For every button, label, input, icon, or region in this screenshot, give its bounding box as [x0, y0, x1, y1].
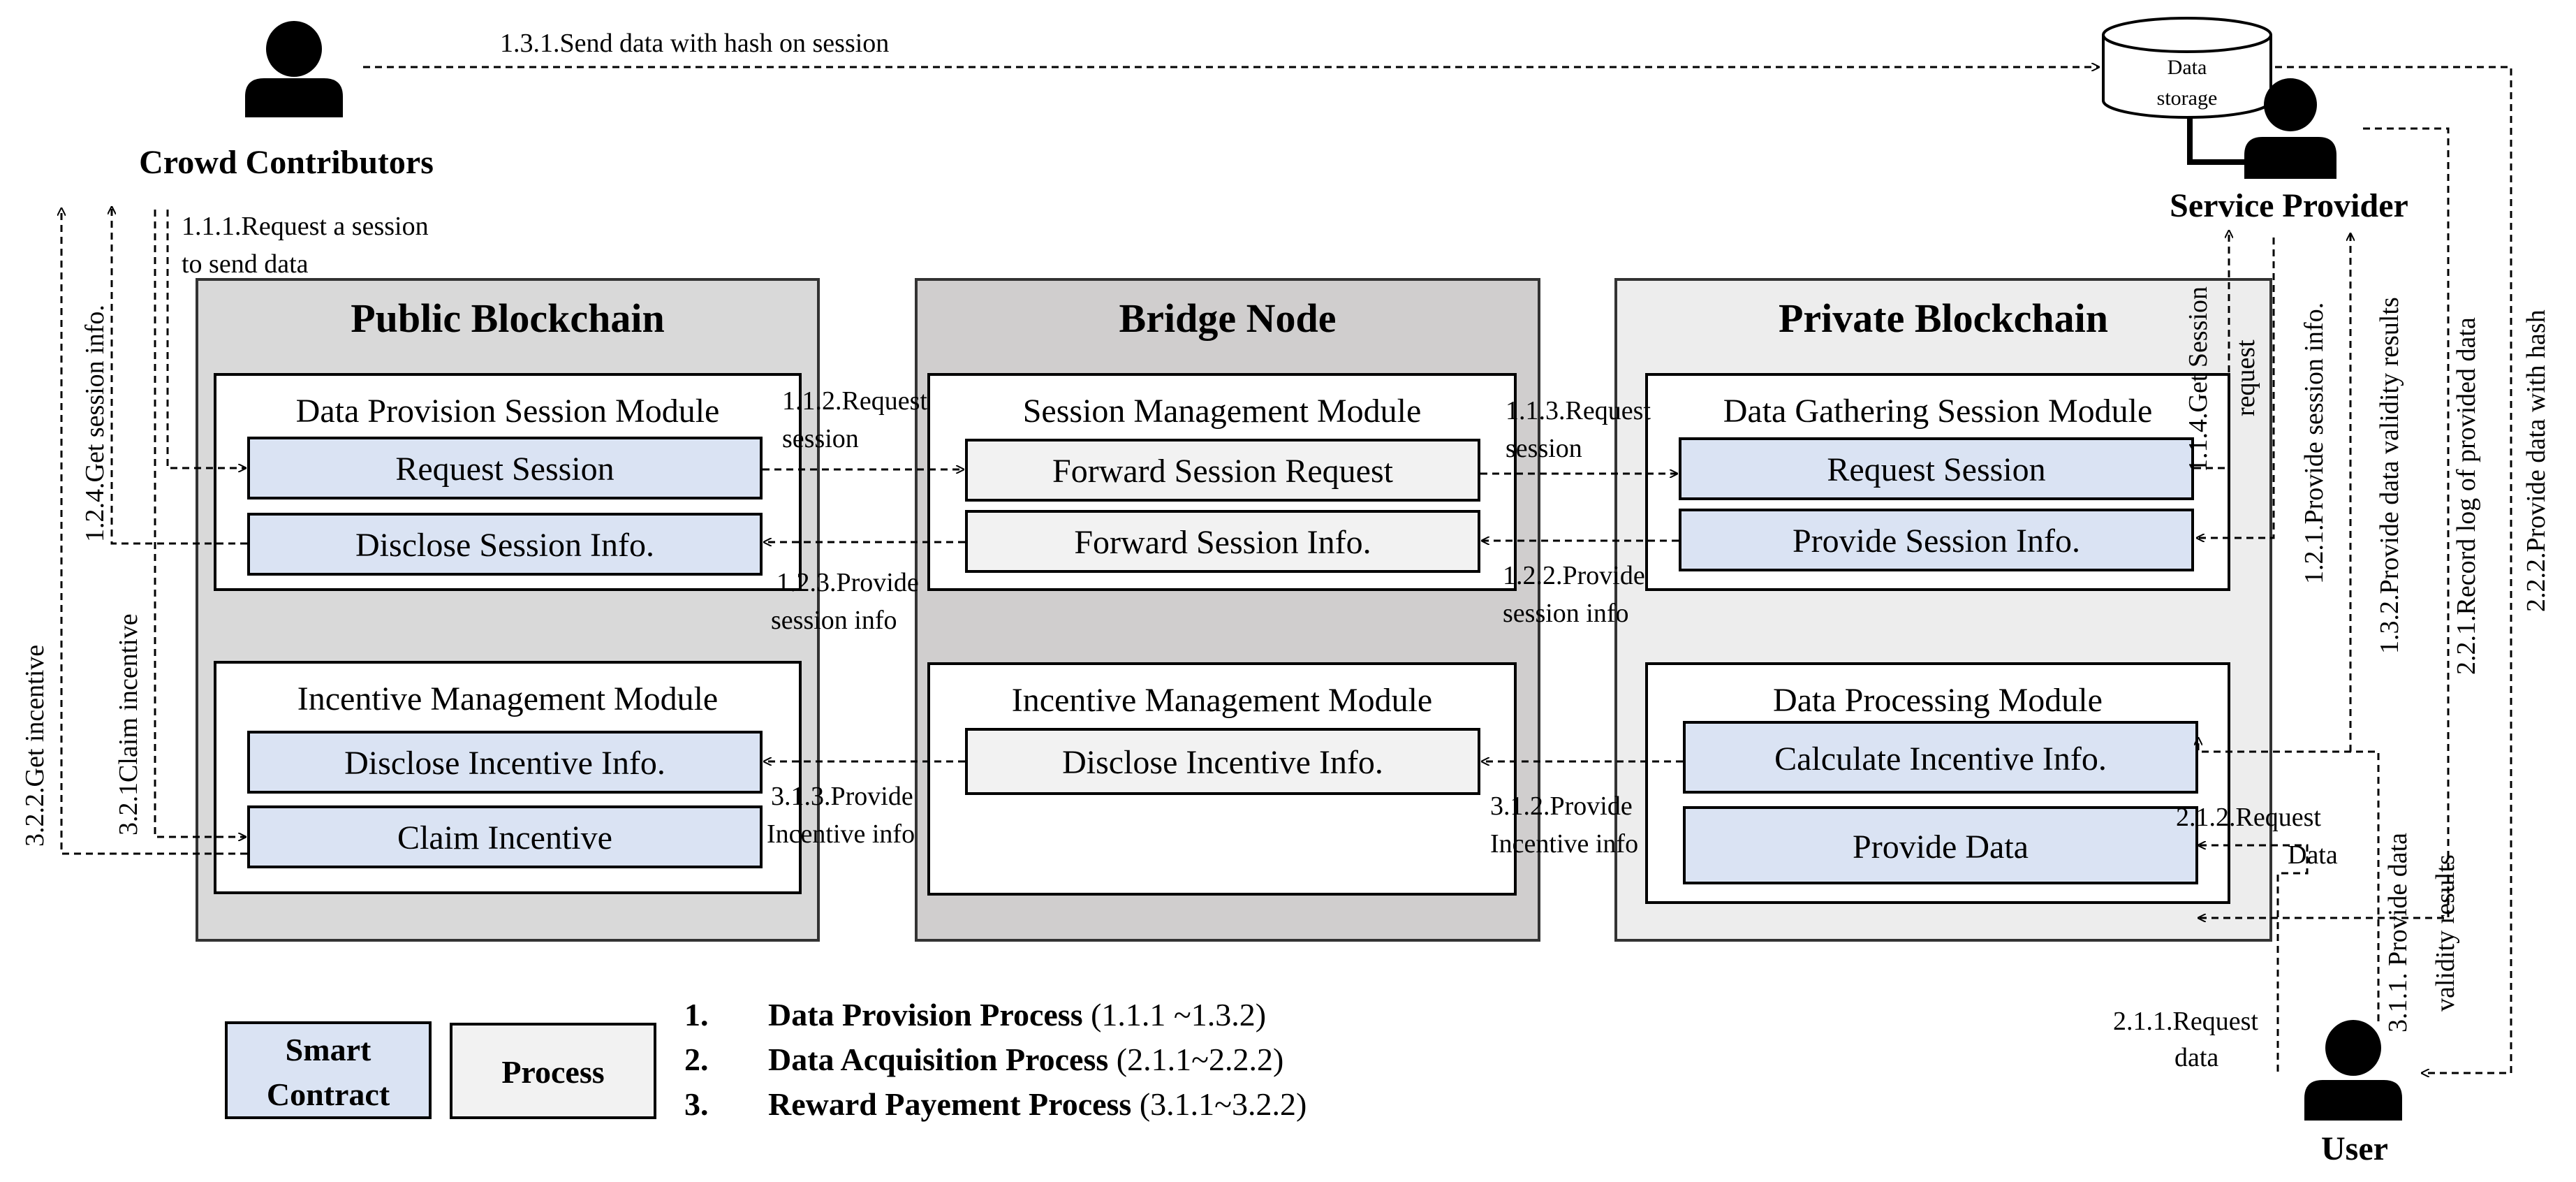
bridge-forward-info-box: [965, 510, 1480, 573]
process-3-number: 3.: [684, 1086, 709, 1122]
bridge-session-module-title: Session Management Module: [1023, 393, 1422, 430]
bridge-incentive-module-title: Incentive Management Module: [1012, 682, 1432, 719]
label-3-1-2-line1: 3.1.2.Provide: [1490, 791, 1633, 821]
data-storage-label-line2: storage: [2157, 87, 2218, 110]
legend-smart-contract-line2: Contract: [267, 1077, 390, 1112]
public-claim-incentive-box: [247, 805, 763, 868]
bridge-forward-info-label: Forward Session Info.: [1074, 524, 1371, 561]
public-blockchain-title: Public Blockchain: [351, 296, 665, 341]
user-label: User: [2321, 1130, 2388, 1167]
label-2-1-1-line2: data: [2174, 1043, 2218, 1072]
storage-link-line: [2187, 117, 2247, 165]
public-disclose-session-label: Disclose Session Info.: [355, 527, 654, 564]
calculate-incentive-box: [1683, 721, 2198, 794]
legend-process-label: Process: [501, 1054, 604, 1090]
public-request-session-box: [247, 437, 763, 499]
data-storage-label-line1: Data: [2167, 56, 2207, 79]
label-1-1-4-line2: request: [2231, 340, 2260, 416]
public-disclose-session-box: [247, 513, 763, 576]
label-1-2-3-line2: session info: [771, 606, 897, 635]
process-2-line: Data Acquisition Process (2.1.1~2.2.2): [768, 1042, 1283, 1077]
process-2-name: Data Acquisition Process: [768, 1042, 1108, 1077]
arrow-1-2-4: [112, 207, 247, 545]
public-disclose-incentive-box: [247, 731, 763, 794]
public-request-session-label: Request Session: [395, 451, 614, 488]
process-1-name: Data Provision Process: [768, 997, 1083, 1033]
public-claim-incentive-label: Claim Incentive: [397, 819, 612, 856]
label-1-1-4-line1: 1.1.4.Get Session: [2184, 286, 2213, 472]
legend-smart-contract-line1: Smart: [286, 1032, 371, 1067]
provide-data-label: Provide Data: [1853, 829, 2029, 866]
public-incentive-module-title: Incentive Management Module: [297, 680, 718, 717]
process-2-number: 2.: [684, 1042, 709, 1077]
label-1-1-1-line1: 1.1.1.Request a session: [182, 212, 429, 241]
crowd-contributor-person-icon: [245, 21, 343, 117]
arrow-2-1-1: [2198, 845, 2309, 1072]
calculate-incentive-label: Calculate Incentive Info.: [1774, 740, 2107, 778]
process-1-range: (1.1.1 ~1.3.2): [1091, 997, 1266, 1033]
service-provider-person-icon: [2244, 78, 2336, 179]
process-1-number: 1.: [684, 997, 709, 1033]
private-request-session-box: [1679, 437, 2194, 500]
private-processing-module-title: Data Processing Module: [1773, 682, 2103, 719]
private-blockchain-title: Private Blockchain: [1779, 296, 2108, 341]
label-1-1-1-line2: to send data: [182, 249, 309, 279]
label-1-2-2-line2: session info: [1503, 599, 1629, 628]
label-3-2-2: 3.2.2.Get incentive: [20, 645, 50, 847]
private-session-module-title: Data Gathering Session Module: [1723, 393, 2153, 430]
label-3-1-1-line1: 3.1.1. Provide data: [2383, 833, 2413, 1033]
process-1-line: Data Provision Process (1.1.1 ~1.3.2): [768, 997, 1266, 1033]
user-person-icon: [2304, 1020, 2402, 1121]
bridge-node-title: Bridge Node: [1119, 296, 1337, 341]
label-1-1-2-line1: 1.1.2.Request: [782, 386, 927, 416]
label-1-1-2-line2: session: [782, 424, 859, 453]
private-provide-session-box: [1679, 509, 2194, 571]
label-1-3-2: 1.3.2.Provide data validity results: [2375, 297, 2404, 654]
label-1-2-3-line1: 1.2.3.Provide: [777, 568, 919, 597]
process-3-range: (3.1.1~3.2.2): [1140, 1086, 1307, 1122]
label-2-1-1-line1: 2.1.1.Request: [2113, 1007, 2258, 1036]
process-2-range: (2.1.1~2.2.2): [1117, 1042, 1284, 1077]
label-3-1-3-line2: Incentive info: [767, 819, 915, 849]
arrow-3-2-2: [61, 208, 247, 855]
bridge-forward-request-label: Forward Session Request: [1052, 453, 1394, 490]
arrow-2-2-2: [2275, 66, 2512, 1073]
arrow-1-1-1: [166, 210, 246, 468]
label-1-2-2-line1: 1.2.2.Provide: [1503, 561, 1645, 590]
label-1-2-1: 1.2.1.Provide session info.: [2299, 302, 2329, 584]
label-1-3-1: 1.3.1.Send data with hash on session: [500, 29, 889, 58]
crowd-contributors-label: Crowd Contributors: [139, 144, 434, 181]
bridge-disclose-incentive-box: [965, 728, 1480, 795]
arrow-1-2-1: [2197, 238, 2275, 538]
label-2-2-1: 2.2.1.Record log of provided data: [2452, 317, 2481, 675]
arrow-3-1-1: [2198, 738, 2380, 1021]
label-3-1-2-line2: Incentive info: [1490, 829, 1638, 859]
label-1-1-3-line2: session: [1506, 434, 1582, 463]
label-3-2-1: 3.2.1Claim incentive: [114, 613, 143, 836]
label-1-1-3-line1: 1.1.3.Request: [1506, 396, 1651, 425]
process-3-line: Reward Payement Process (3.1.1~3.2.2): [768, 1086, 1307, 1122]
public-session-module-title: Data Provision Session Module: [296, 393, 720, 430]
public-disclose-incentive-label: Disclose Incentive Info.: [344, 745, 665, 782]
private-provide-session-label: Provide Session Info.: [1793, 523, 2080, 560]
process-3-name: Reward Payement Process: [768, 1086, 1131, 1122]
bridge-forward-request-box: [965, 439, 1480, 502]
private-request-session-label: Request Session: [1827, 451, 2045, 488]
legend-smart-contract-box: [225, 1021, 432, 1119]
service-provider-label: Service Provider: [2170, 187, 2408, 224]
legend-process-box: [450, 1023, 656, 1119]
label-2-2-2: 2.2.2.Provide data with hash: [2522, 309, 2551, 612]
label-2-1-2-line2: Data: [2288, 840, 2338, 870]
process-list: 1. Data Provision Process (1.1.1 ~1.3.2)…: [684, 997, 1307, 1122]
provide-data-box: [1683, 806, 2198, 884]
arrow-1-1-4: [2194, 231, 2229, 469]
label-1-2-4: 1.2.4.Get session info.: [80, 305, 110, 542]
label-3-1-1-line2: validity results: [2431, 854, 2460, 1012]
arrow-2-2-1: [2198, 127, 2450, 918]
label-2-1-2-line1: 2.1.2.Request: [2176, 803, 2321, 832]
label-3-1-3-line1: 3.1.3.Provide: [771, 782, 913, 811]
bridge-disclose-incentive-label: Disclose Incentive Info.: [1062, 744, 1383, 781]
